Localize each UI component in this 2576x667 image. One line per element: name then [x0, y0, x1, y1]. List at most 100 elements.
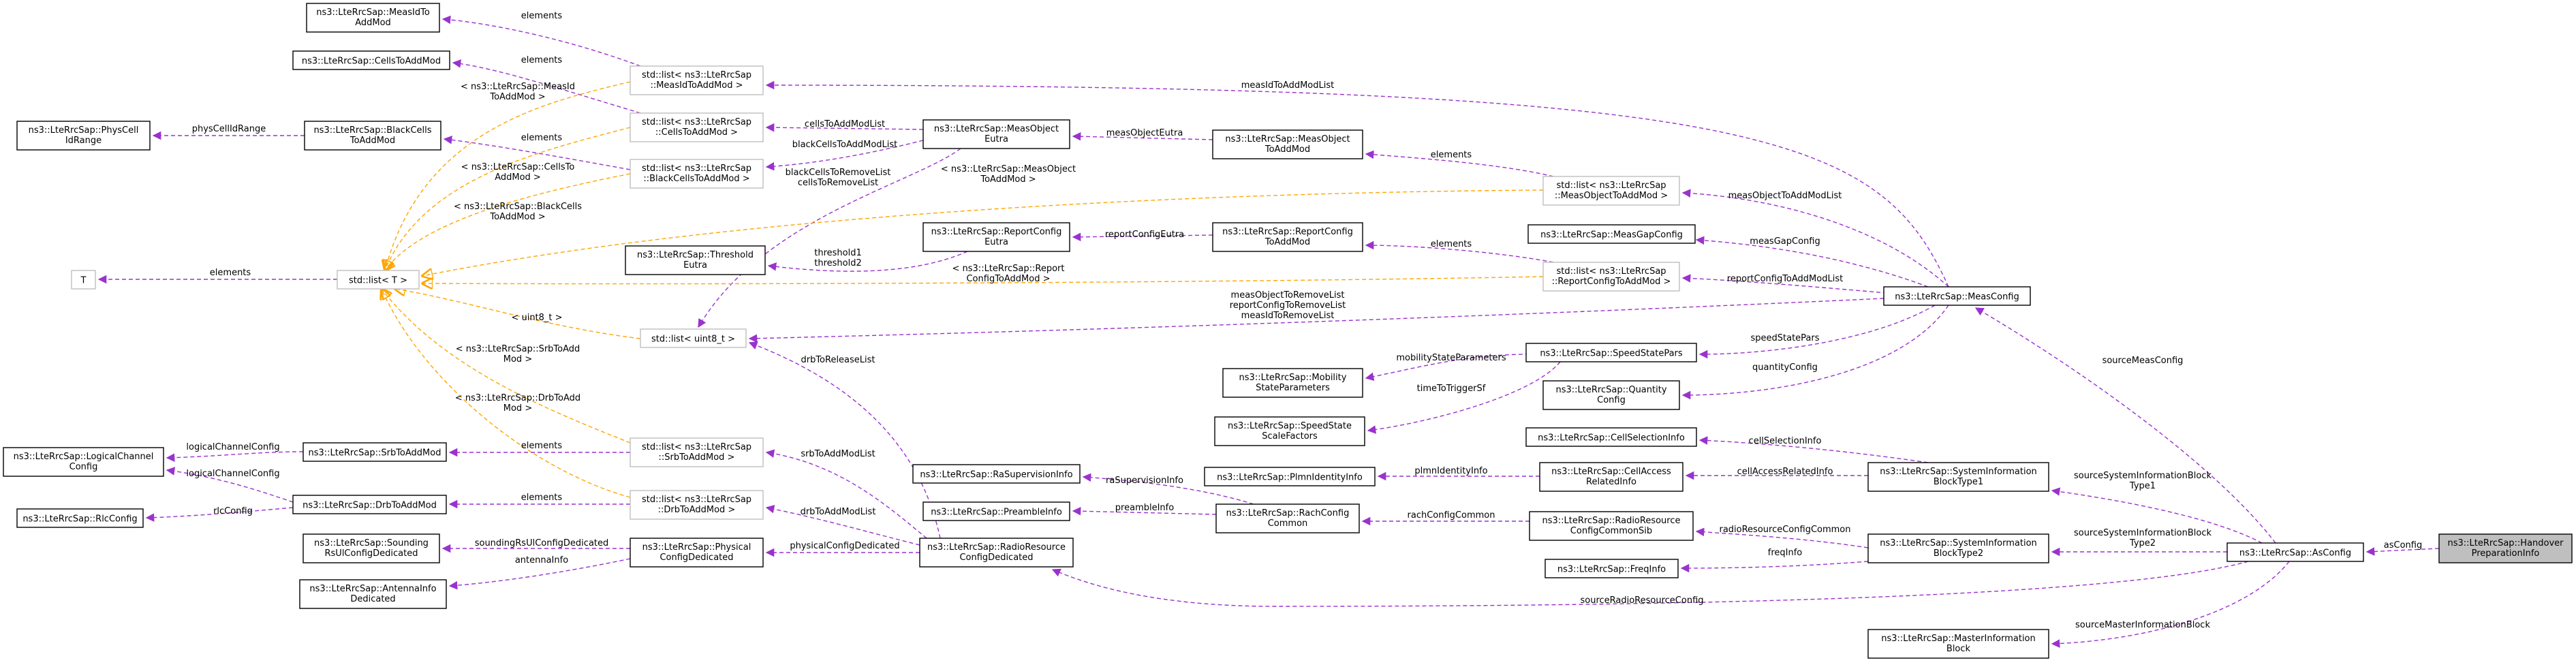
node-as-config[interactable]: ns3::LteRrcSap::AsConfig [2226, 542, 2364, 562]
edge-threshold-label-line: threshold2 [814, 258, 862, 268]
node-box [1542, 380, 1680, 410]
edge-meas-object-to-add-mod [422, 189, 1544, 276]
node-list-srb-to-add-mod[interactable]: std::list< ns3::LteRrcSap::SrbToAddMod > [630, 437, 764, 467]
node-list-uint8[interactable]: std::list< uint8_t > [640, 328, 747, 348]
node-preamble-info[interactable]: ns3::LteRrcSap::PreambleInfo [922, 501, 1070, 521]
node-label: std::list< ns3::LteRrcSap::MeasObjectToA… [1555, 181, 1668, 201]
edge-black-cells-to-add-mod-list-label: blackCellsToAddModList [792, 140, 898, 150]
edge-mobility-state-parameters [1365, 354, 1530, 381]
node-std-list[interactable]: std::list< T > [337, 270, 420, 290]
edge-quantity-config [1681, 305, 1949, 400]
edge-report-config-to-add-mod-label-line: ConfigToAddMod > [966, 274, 1050, 284]
edge-cell-access-related-info-label-line: cellAccessRelatedInfo [1737, 467, 1833, 477]
node-list-black-cells-to-add-mod[interactable]: std::list< ns3::LteRrcSap::BlackCellsToA… [630, 159, 764, 189]
node-label: ns3::LteRrcSap::MeasGapConfig [1540, 230, 1683, 241]
node-cell-selection-info[interactable]: ns3::LteRrcSap::CellSelectionInfo [1525, 427, 1697, 447]
node-label-line: ns3::LteRrcSap::MeasConfig [1895, 292, 2019, 303]
edge-source-meas-config-label: sourceMeasConfig [2102, 356, 2184, 366]
node-label-line: ns3::LteRrcSap::FreqInfo [1557, 565, 1666, 575]
node-label-line: ns3::LteRrcSap::Handover [2447, 538, 2564, 548]
node-label-line: AddMod [355, 18, 391, 28]
node-plmn-identity-info[interactable]: ns3::LteRrcSap::PlmnIdentityInfo [1204, 467, 1376, 486]
edge-speed-state-pars-label: speedStatePars [1750, 333, 1819, 343]
node-t[interactable]: T [71, 270, 96, 290]
edge-speed-state-pars-label-line: speedStatePars [1750, 333, 1819, 343]
edge-cells-to-add-mod-label-line: < ns3::LteRrcSap::CellsTo [461, 162, 575, 172]
node-rlc-config[interactable]: ns3::LteRrcSap::RlcConfig [16, 508, 144, 528]
edge-meas-object-eutra-label-line: measObjectEutra [1106, 128, 1183, 138]
edge-uint8-label: < uint8_t > [511, 313, 562, 323]
node-label-line: ns3::LteRrcSap::MeasObject [934, 124, 1059, 134]
edge-drb-to-add-mod-list [765, 505, 920, 546]
edge-meas-id-to-add-mod-label-line: ToAddMod > [489, 92, 545, 102]
edge-meas-config-uint8 [748, 298, 1884, 343]
edge-ra-supervision-info-label-line: raSupervisionInfo [1106, 476, 1183, 486]
node-label: std::list< ns3::LteRrcSap::ReportConfigT… [1552, 266, 1671, 287]
edge-source-radio-resource-config-label: sourceRadioResourceConfig [1580, 595, 1703, 606]
node-box [912, 464, 1081, 484]
edge-meas-id-to-add-mod-elements-label: elements [521, 11, 563, 21]
edge-meas-object-to-add-mod-label-line: < ns3::LteRrcSap::MeasObject [941, 164, 1076, 174]
edge-meas-config-uint8-label-line: reportConfigToRemoveList [1230, 300, 1346, 311]
node-list-meas-object-to-add-mod[interactable]: std::list< ns3::LteRrcSap::MeasObjectToA… [1542, 176, 1680, 206]
node-list-cells-to-add-mod[interactable]: std::list< ns3::LteRrcSap::CellsToAddMod… [630, 112, 764, 142]
node-box [919, 538, 1074, 568]
node-label-line: std::list< ns3::LteRrcSap [642, 442, 751, 452]
edge-meas-config-uint8-label-line: measObjectToRemoveList [1231, 290, 1345, 300]
edge-source-meas-config [1974, 307, 2276, 544]
edge-ra-supervision-info-label: raSupervisionInfo [1106, 476, 1183, 486]
node-speed-state-pars[interactable]: ns3::LteRrcSap::SpeedStatePars [1525, 343, 1697, 362]
node-box [299, 579, 447, 609]
node-label: ns3::LteRrcSap::SrbToAddMod [309, 448, 441, 459]
edge-report-config-eutra-label: reportConfigEutra [1105, 230, 1184, 240]
node-freq-info[interactable]: ns3::LteRrcSap::FreqInfo [1545, 559, 1679, 578]
edge-srb-to-add-mod [382, 289, 631, 444]
node-list-report-config-to-add-mod[interactable]: std::list< ns3::LteRrcSap::ReportConfigT… [1542, 262, 1680, 292]
node-box [1527, 224, 1696, 244]
node-list-drb-to-add-mod[interactable]: std::list< ns3::LteRrcSap::DrbToAddMod > [630, 490, 764, 520]
node-list-meas-id-to-add-mod[interactable]: std::list< ns3::LteRrcSap::MeasIdToAddMo… [630, 65, 764, 95]
node-meas-config[interactable]: ns3::LteRrcSap::MeasConfig [1883, 286, 2031, 306]
node-srb-to-add-mod[interactable]: ns3::LteRrcSap::SrbToAddMod [302, 442, 447, 462]
node-label-line: ConfigDedicated [659, 553, 733, 563]
edge-srb-elements-label: elements [521, 441, 563, 451]
node-box [2438, 533, 2573, 563]
node-drb-to-add-mod[interactable]: ns3::LteRrcSap::DrbToAddMod [292, 495, 447, 514]
edge-black-cells-to-add-mod-list [765, 140, 924, 171]
edge-cells-to-remove-list [698, 148, 961, 328]
node-ra-supervision-info[interactable]: ns3::LteRrcSap::RaSupervisionInfo [912, 464, 1081, 484]
node-meas-gap-config[interactable]: ns3::LteRrcSap::MeasGapConfig [1527, 224, 1696, 244]
node-cells-to-add-mod[interactable]: ns3::LteRrcSap::CellsToAddMod [292, 50, 450, 70]
edge-mib-label-line: sourceMasterInformationBlock [2075, 620, 2210, 630]
